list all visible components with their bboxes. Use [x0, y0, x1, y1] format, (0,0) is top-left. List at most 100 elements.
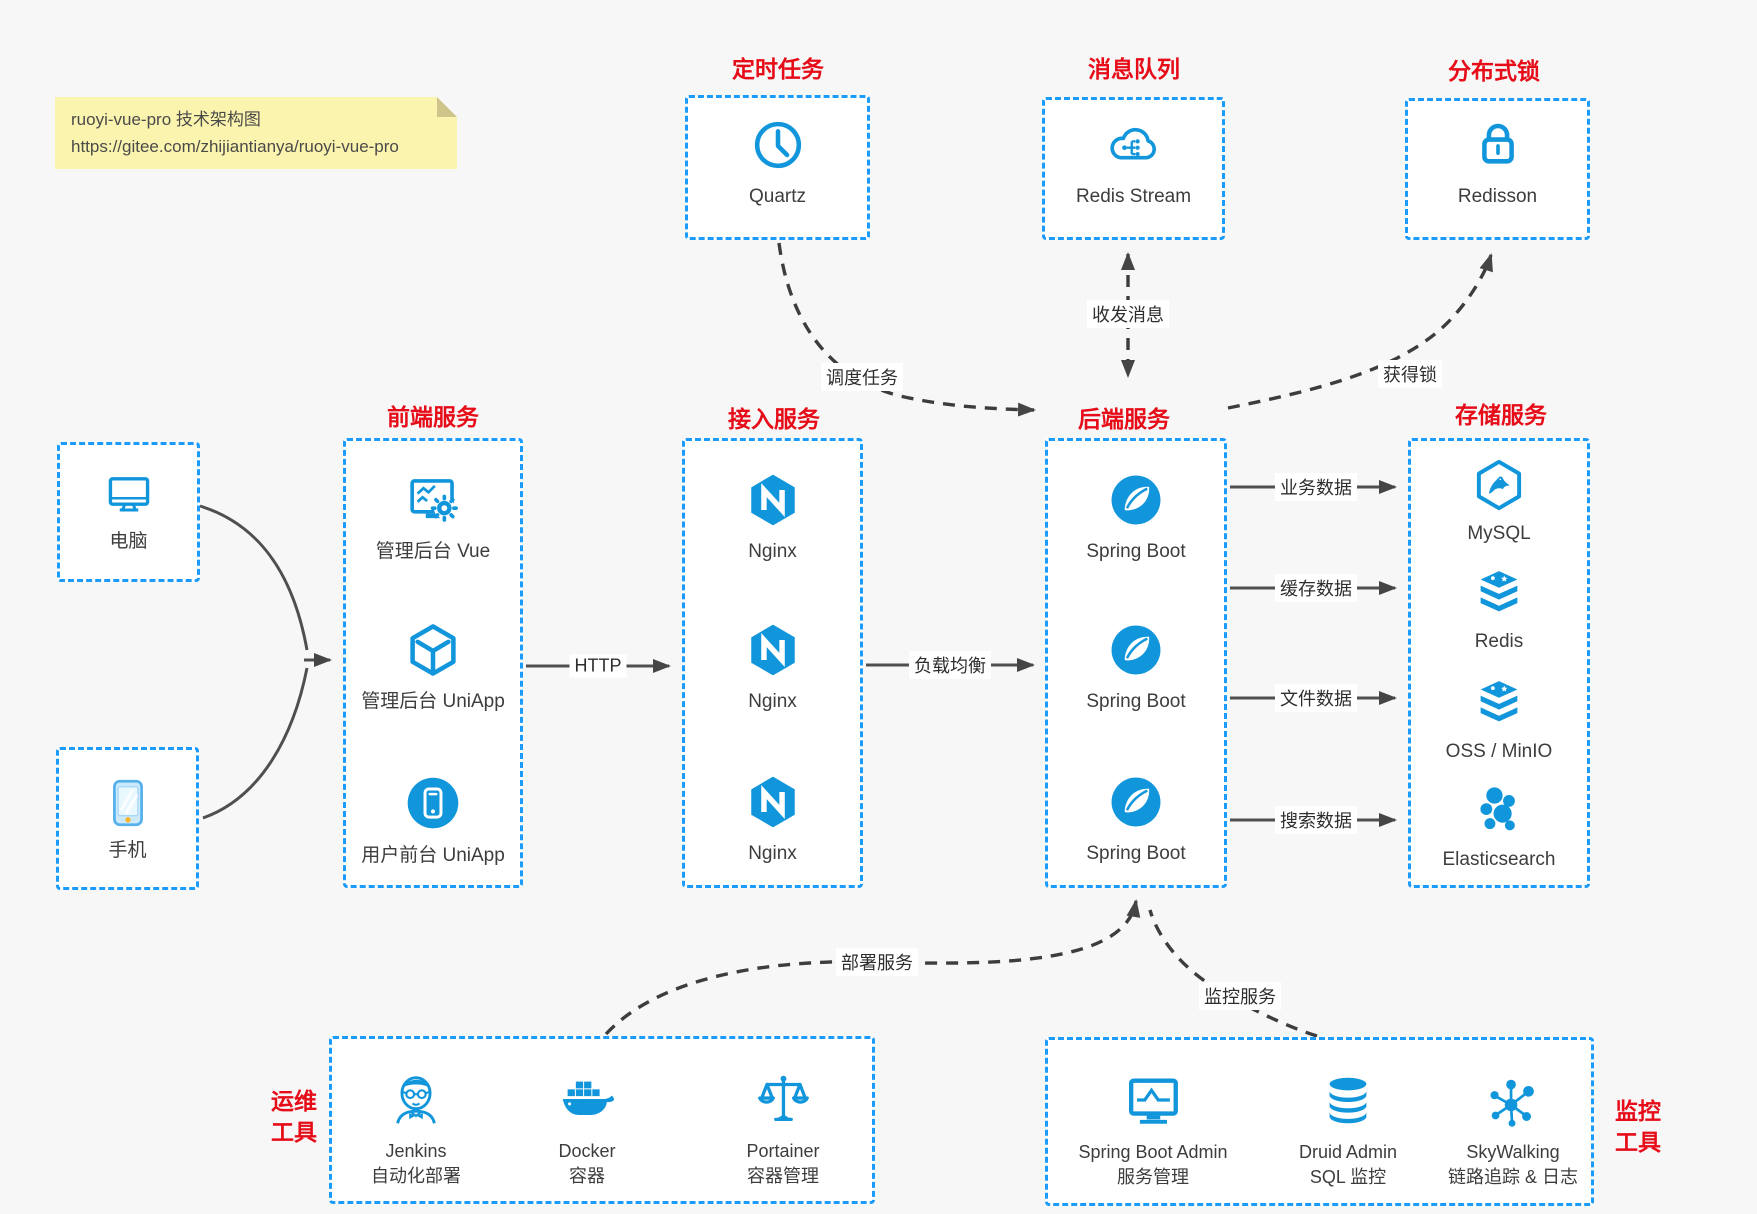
node-springboot-1: Spring Boot	[1048, 471, 1224, 564]
group-box-monitoring: Spring Boot Admin 服务管理 Druid Admin SQL 监…	[1045, 1037, 1594, 1206]
node-label: 手机	[108, 840, 147, 861]
group-title-line: 工具	[271, 1119, 317, 1145]
nginx-icon	[744, 621, 802, 679]
node-oss-minio: OSS / MinIO	[1411, 675, 1587, 764]
node-druid-admin: Druid Admin SQL 监控	[1299, 1070, 1397, 1190]
node-admin-uniapp: 管理后台 UniApp	[346, 621, 520, 714]
desktop-icon	[102, 467, 156, 521]
note-title: ruoyi-vue-pro 技术架构图	[71, 110, 261, 129]
node-label: Docker 容器	[558, 1139, 615, 1189]
edge-label-biz-data: 业务数据	[1275, 473, 1357, 501]
node-elasticsearch: Elasticsearch	[1411, 781, 1587, 872]
node-nginx-2: Nginx	[685, 621, 860, 714]
node-label: Nginx	[748, 843, 797, 864]
node-quartz: Quartz	[688, 116, 867, 209]
node-label: Redisson	[1457, 186, 1538, 207]
edge-label-messages: 收发消息	[1087, 300, 1169, 328]
node-computer: 电脑	[60, 467, 197, 554]
group-title-mq: 消息队列	[1088, 56, 1180, 82]
wire-phone-to-frontend	[202, 667, 309, 820]
monitor-pulse-icon	[1122, 1070, 1184, 1132]
edge-label-cache-data: 缓存数据	[1275, 574, 1357, 602]
node-nginx-1: Nginx	[685, 471, 860, 564]
node-label-desc: 链路追踪 & 日志	[1447, 1167, 1579, 1187]
database-icon	[1317, 1070, 1379, 1132]
group-box-frontend: 管理后台 Vue 管理后台 UniApp 用户前台 UniApp	[343, 438, 523, 888]
mobile-app-circle-icon	[403, 773, 463, 833]
client-box-phone: 手机	[56, 747, 199, 890]
group-title-backend: 后端服务	[1078, 406, 1170, 432]
group-box-backend: Spring Boot Spring Boot Spring Boot	[1045, 438, 1227, 888]
node-label: Spring Boot	[1086, 843, 1186, 864]
spring-boot-icon	[1107, 621, 1165, 679]
group-box-timer: Quartz	[685, 95, 870, 240]
edge-label-search-data: 搜索数据	[1275, 806, 1357, 834]
group-title-line: 运维	[271, 1088, 317, 1114]
node-label: Elasticsearch	[1442, 849, 1556, 870]
group-box-gateway: Nginx Nginx Nginx	[682, 438, 863, 888]
node-label: Spring Boot	[1086, 691, 1186, 712]
sticky-note: ruoyi-vue-pro 技术架构图 https://gitee.com/zh…	[55, 97, 457, 169]
node-label: MySQL	[1467, 523, 1531, 544]
uniapp-cube-icon	[404, 621, 462, 679]
edge-label-http: HTTP	[569, 654, 627, 678]
node-springboot-admin: Spring Boot Admin 服务管理	[1078, 1070, 1228, 1190]
node-label: Spring Boot	[1086, 541, 1186, 562]
note-url: https://gitee.com/zhijiantianya/ruoyi-vu…	[71, 137, 399, 156]
node-label: 管理后台 UniApp	[361, 691, 505, 712]
group-title-line: 工具	[1615, 1129, 1661, 1155]
network-molecule-icon	[1482, 1070, 1544, 1132]
node-redis-stream: Redis Stream	[1045, 116, 1222, 209]
clock-icon	[749, 116, 807, 174]
node-springboot-3: Spring Boot	[1048, 773, 1224, 866]
node-docker: Docker 容器	[556, 1069, 618, 1189]
wire-acquire-lock	[1227, 253, 1493, 410]
node-label: Nginx	[748, 691, 797, 712]
node-label: Redis	[1474, 631, 1524, 652]
cloud-queue-icon	[1105, 116, 1163, 174]
group-title-timer: 定时任务	[732, 56, 824, 82]
node-springboot-2: Spring Boot	[1048, 621, 1224, 714]
nginx-icon	[744, 773, 802, 831]
node-admin-vue: 管理后台 Vue	[346, 471, 520, 564]
node-label: Jenkins 自动化部署	[371, 1139, 461, 1189]
node-skywalking: SkyWalking 链路追踪 & 日志	[1448, 1070, 1578, 1190]
node-label-name: Druid Admin	[1298, 1142, 1398, 1162]
node-label: 用户前台 UniApp	[361, 845, 505, 866]
node-label: Portainer 容器管理	[746, 1139, 819, 1189]
node-jenkins: Jenkins 自动化部署	[371, 1069, 461, 1189]
group-box-mq: Redis Stream	[1042, 97, 1225, 240]
redis-stack-icon	[1471, 565, 1527, 621]
lock-icon	[1469, 116, 1527, 174]
wire-schedule-task	[777, 242, 1036, 417]
node-label-name: Docker	[558, 1141, 616, 1161]
node-nginx-3: Nginx	[685, 773, 860, 866]
node-label: Spring Boot Admin 服务管理	[1078, 1140, 1227, 1190]
node-label-name: Jenkins	[385, 1141, 447, 1161]
nginx-icon	[744, 471, 802, 529]
node-label: SkyWalking 链路追踪 & 日志	[1448, 1140, 1578, 1190]
node-redisson: Redisson	[1408, 116, 1587, 209]
docker-icon	[556, 1069, 618, 1131]
node-label-desc: 自动化部署	[371, 1166, 461, 1186]
node-label-name: Portainer	[746, 1141, 820, 1161]
wire-computer-to-frontend	[199, 504, 309, 651]
group-title-lock: 分布式锁	[1448, 58, 1540, 84]
edge-label-monitor: 监控服务	[1199, 982, 1281, 1010]
wire-deploy-service	[604, 899, 1141, 1036]
group-title-line: 监控	[1615, 1098, 1661, 1124]
spring-boot-icon	[1107, 471, 1165, 529]
node-label: 管理后台 Vue	[375, 541, 491, 562]
mysql-icon	[1471, 457, 1527, 513]
portainer-scales-icon	[752, 1069, 814, 1131]
node-label: Quartz	[748, 186, 807, 207]
group-box-ops: Jenkins 自动化部署 Docker 容器 Portainer 容器管理	[329, 1036, 875, 1204]
node-user-uniapp: 用户前台 UniApp	[346, 773, 520, 868]
node-label-desc: 服务管理	[1117, 1167, 1189, 1187]
edge-label-acquire-lock: 获得锁	[1378, 360, 1442, 388]
edge-label-schedule: 调度任务	[821, 363, 903, 391]
node-label-desc: 容器	[568, 1166, 605, 1186]
group-title-storage: 存储服务	[1455, 402, 1547, 428]
node-phone: 手机	[59, 774, 196, 863]
